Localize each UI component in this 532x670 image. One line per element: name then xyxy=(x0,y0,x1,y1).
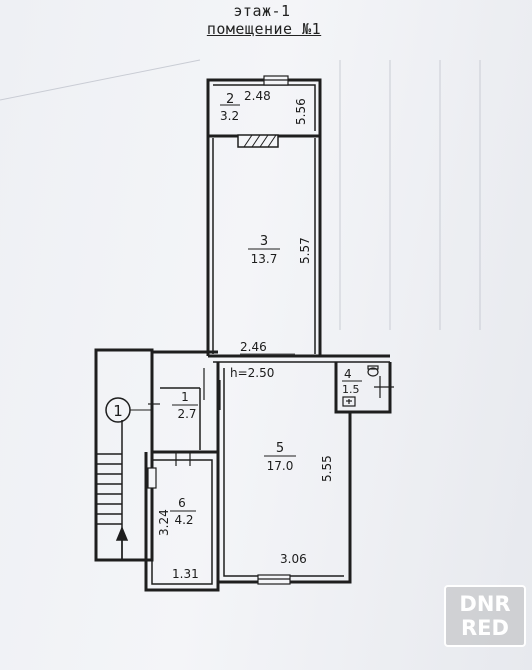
toilet-icon xyxy=(367,365,379,377)
floor-title: этаж-1 xyxy=(233,2,291,20)
site-watermark: DNR RED xyxy=(444,585,526,647)
room-3-area: 13.7 xyxy=(251,252,278,266)
door-openings xyxy=(148,368,394,466)
watermark-line-1: DNR xyxy=(459,592,511,616)
entrance-marker-label: 1 xyxy=(113,402,123,420)
stairs xyxy=(96,420,123,560)
ceiling-height: h=2.50 xyxy=(230,366,274,380)
room-2-number: 2 xyxy=(226,92,234,107)
watermark-line-2: RED xyxy=(461,616,509,640)
room-2-width: 2.48 xyxy=(244,89,271,103)
room-6-area: 4.2 xyxy=(174,513,193,527)
entrance-arrow-icon xyxy=(115,526,129,560)
room-5-length: 5.55 xyxy=(320,455,334,482)
walls xyxy=(94,78,392,592)
sink-icon xyxy=(342,396,356,407)
room-1-width: 2.46 xyxy=(240,340,267,354)
room-2-area: 3.2 xyxy=(220,109,239,123)
room-2-length: 5.56 xyxy=(294,98,308,125)
room-3-length: 5.57 xyxy=(298,237,312,264)
room-4-number: 4 xyxy=(344,367,352,381)
room-5-number: 5 xyxy=(276,441,284,456)
background-table-lines xyxy=(0,59,481,330)
room-5-width: 3.06 xyxy=(280,552,307,566)
room-1-number: 1 xyxy=(181,390,189,404)
hatched-block xyxy=(237,134,279,148)
room-3-number: 3 xyxy=(260,234,268,249)
windows xyxy=(147,75,291,585)
room-6-number: 6 xyxy=(178,496,186,510)
room-6-length: 3.24 xyxy=(157,509,171,536)
premises-title: помещение №1 xyxy=(206,20,322,38)
room-6-width: 1.31 xyxy=(172,567,199,581)
room-1-area: 2.7 xyxy=(177,407,196,421)
room-4-area: 1.5 xyxy=(342,383,360,396)
room-5-area: 17.0 xyxy=(267,459,294,473)
